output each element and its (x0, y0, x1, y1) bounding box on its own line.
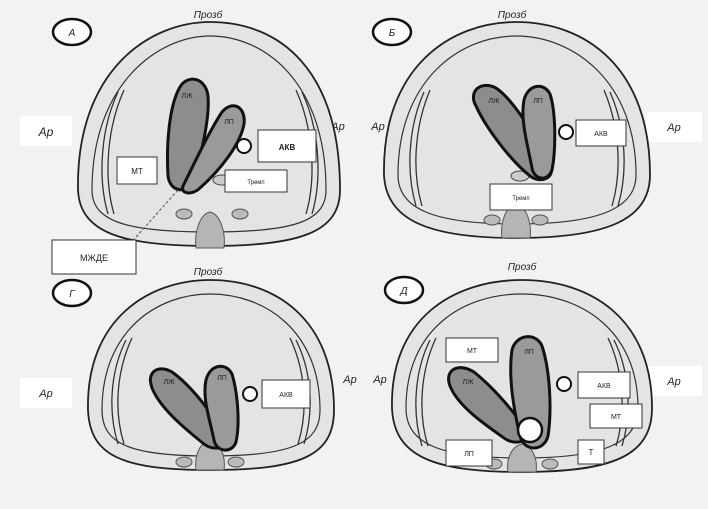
panel-b-top-label: Прозб (498, 9, 527, 21)
panel-a-vertebra-right (232, 209, 248, 219)
panel-d: Ар Ар ЛЖ ЛП МТ АКВ МТ ЛП Т Д Прозб (372, 261, 702, 472)
panel-b-box-right-text: АКВ (594, 131, 608, 138)
panel-a-box-bottom-text: Тремп (247, 180, 264, 186)
panel-b-vertebra-right (532, 215, 548, 225)
panel-d-left-side-label: Ар (372, 374, 386, 386)
panel-a: Ар Ар ЛЖ ЛП МТ АКВ Тремп МЖДЕ А (20, 9, 345, 274)
panel-d-aorta-ring (557, 377, 571, 391)
panel-g-vertebra-left (176, 457, 192, 467)
panel-d-chamber-1-label: ЛЖ (462, 379, 474, 386)
panel-g-right-side-label: Ар (342, 374, 356, 386)
panel-b-right-side-label: Ар (666, 122, 680, 134)
panel-d-box-small-text: Т (589, 448, 594, 457)
panel-a-aorta-ring (237, 139, 251, 153)
panel-b-chamber-1-label: ЛЖ (488, 98, 500, 105)
panel-g-aorta-ring (243, 387, 257, 401)
panel-b-vertebra-left (484, 215, 500, 225)
panel-a-vertebra-left (176, 209, 192, 219)
panel-g-left-side-label: Ар (38, 388, 52, 400)
panel-a-left-side-label: Ар (38, 125, 54, 139)
panel-d-box-right-1-text: АКВ (597, 383, 611, 390)
panel-d-box-top-left-text: МТ (467, 348, 478, 355)
panel-g-vertebra-right (228, 457, 244, 467)
panel-d-box-bottom-left-text: ЛП (464, 451, 474, 458)
panel-a-top-label: Прозб (194, 9, 223, 21)
panel-d-vertebra-right (542, 459, 558, 469)
panel-b-chamber-2-label: ЛП (533, 98, 543, 105)
panel-g-chamber-1-label: ЛЖ (163, 379, 175, 386)
panel-d-box-right-2-text: МТ (611, 414, 622, 421)
panel-d-right-side-label: Ар (666, 376, 680, 388)
panel-a-chamber-2-label: ЛП (224, 119, 234, 126)
panel-b: Ар Ар ЛЖ ЛП АКВ Тремп Б Прозб (370, 9, 702, 238)
panel-a-box-right-text: АКВ (279, 143, 296, 152)
panel-a-chamber-1-label: ЛЖ (181, 93, 193, 100)
panel-a-box-left-text: МТ (131, 167, 143, 176)
panel-g-box-right-text: АКВ (279, 392, 293, 399)
panel-a-box-callout-text: МЖДЕ (80, 253, 108, 263)
panel-g-chamber-2-label: ЛП (217, 375, 227, 382)
panel-d-top-label: Прозб (508, 261, 537, 273)
panel-b-box-bottom-text: Тремп (512, 196, 529, 202)
panel-b-left-side-label: Ар (370, 121, 384, 133)
panel-g: Ар Ар ЛЖ ЛП АКВ Г Прозб (20, 266, 357, 470)
panel-a-badge-text: А (68, 28, 76, 39)
panel-g-top-label: Прозб (194, 266, 223, 278)
panel-b-badge-text: Б (389, 28, 396, 39)
panel-d-valve-ring (518, 418, 542, 442)
panel-d-badge-text: Д (399, 286, 407, 297)
panel-b-aorta-ring (559, 125, 573, 139)
panel-d-chamber-2-label: ЛП (524, 349, 534, 356)
